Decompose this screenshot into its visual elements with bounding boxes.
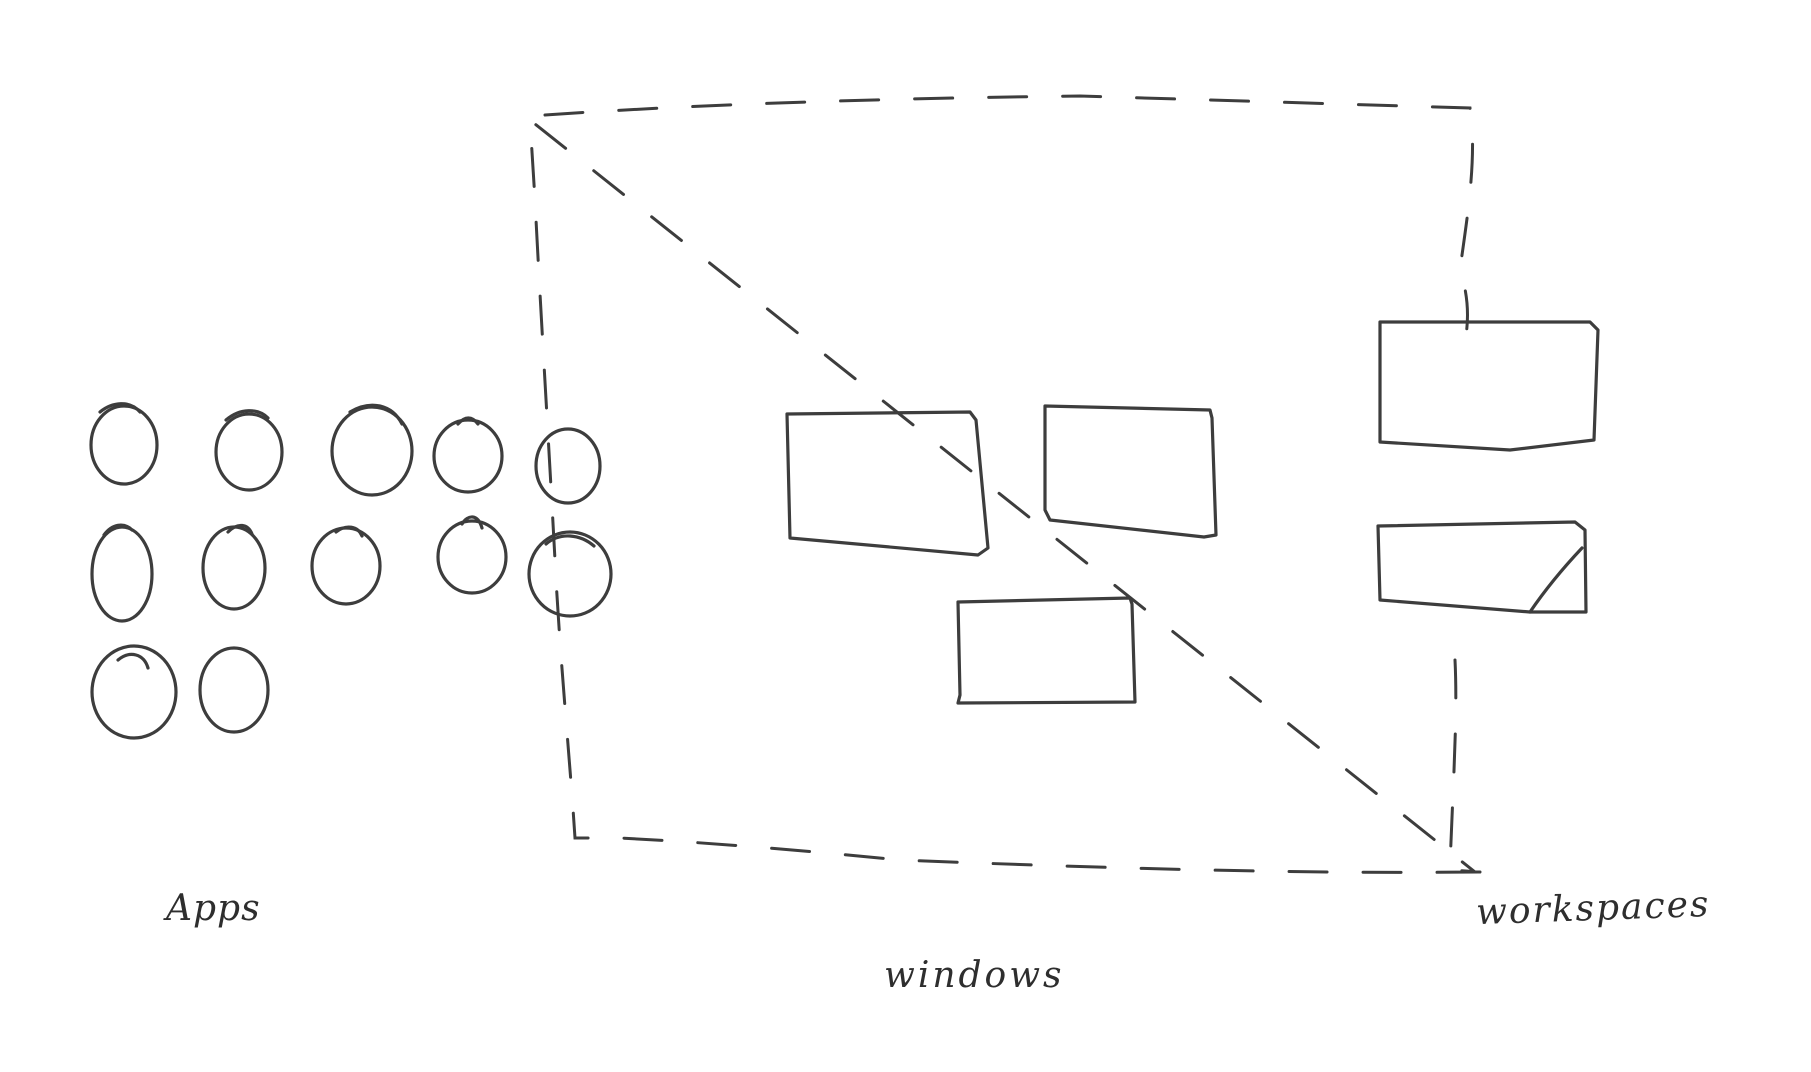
workspace-rect [1378,320,1600,452]
app-circle [436,519,508,595]
app-circle [90,525,154,623]
app-circle [310,526,382,606]
window-rect [785,410,990,557]
app-circle [527,530,613,618]
app-circle-flick [224,409,270,422]
app-circle-flick [460,515,484,530]
apps-label: Apps [166,888,261,929]
app-circle [201,525,267,611]
window-rect [1043,404,1218,539]
workspace-rect [1376,520,1588,614]
app-circle [534,427,602,505]
app-circle-flick [102,523,134,537]
window-rect [956,596,1137,705]
app-circle-flick [348,403,404,426]
app-circle-flick [544,534,596,548]
app-circle [330,405,414,497]
windows-label: windows [884,955,1065,996]
app-circle [89,404,159,486]
app-circle-flick [334,525,364,538]
app-circle [214,412,284,492]
app-circle-flick [456,416,480,426]
app-circle [198,646,270,734]
app-circle [432,418,504,494]
workspace-fold-mark [1528,546,1584,614]
app-circle-flick [226,523,254,536]
workspaces-label: workspaces [1475,883,1712,934]
windows-dashed-frame [528,94,1482,874]
app-circle-flick [116,652,150,670]
app-circle-flick [98,402,142,414]
app-circle [90,644,178,740]
